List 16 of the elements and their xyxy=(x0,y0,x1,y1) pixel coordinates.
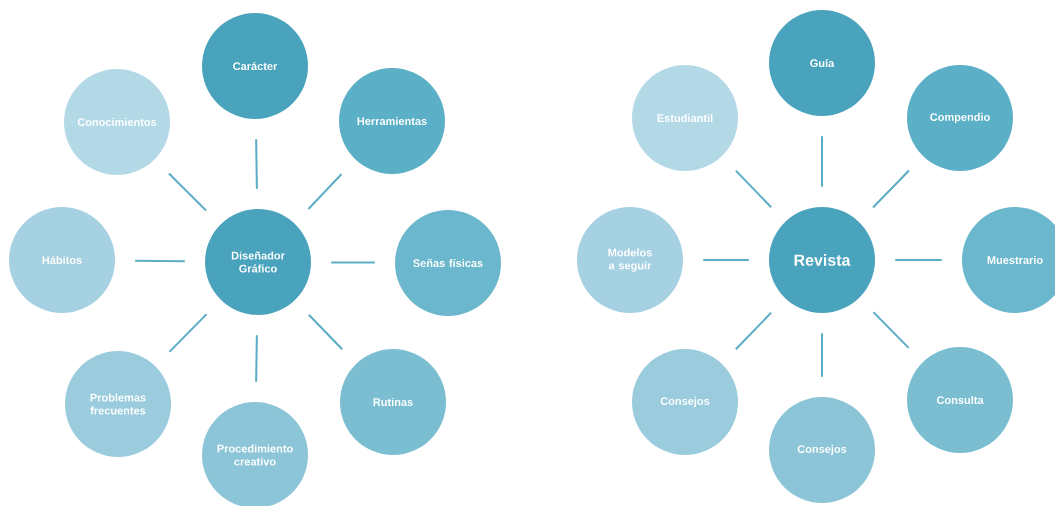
connector-line xyxy=(872,311,910,349)
connector-line xyxy=(734,311,773,351)
connector-line xyxy=(702,259,750,261)
connector-line xyxy=(134,259,186,263)
connector-line xyxy=(821,332,823,378)
connector-line xyxy=(894,259,943,261)
connector-line xyxy=(168,313,208,353)
connector-line xyxy=(307,173,343,210)
connector-line xyxy=(821,135,823,188)
connector-line xyxy=(307,313,344,351)
connector-line xyxy=(734,169,773,209)
connector-line xyxy=(330,261,376,264)
connector-line xyxy=(872,169,910,209)
connector-line xyxy=(255,334,258,383)
connector-line xyxy=(255,138,258,190)
connector-line xyxy=(167,172,208,212)
